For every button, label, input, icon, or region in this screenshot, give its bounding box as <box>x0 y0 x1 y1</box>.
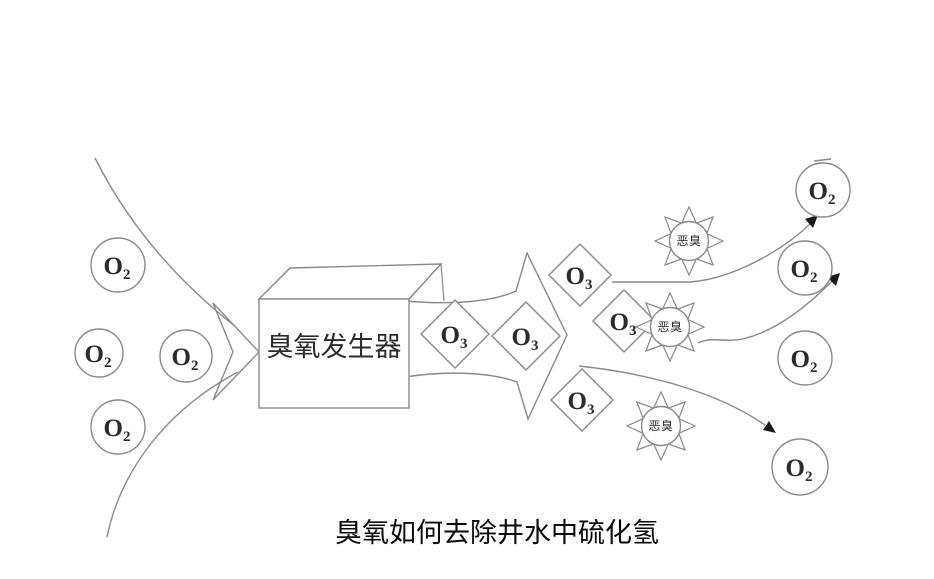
burst-spike <box>653 444 669 462</box>
circle-shape <box>90 237 146 293</box>
odor-label: 恶臭 <box>657 319 682 334</box>
molecule-label: O2 <box>172 344 199 374</box>
generator-label: 臭氧发生器 <box>267 332 402 362</box>
molecule-label: O2 <box>809 178 836 208</box>
oxygen-molecule: O2 <box>795 162 851 218</box>
oxygen-molecule: O2 <box>777 330 833 386</box>
dash-mark <box>813 158 832 162</box>
odor-label: 恶臭 <box>648 418 673 433</box>
molecule-label: O2 <box>85 341 112 371</box>
box-top-face <box>257 263 443 300</box>
oxygen-molecule: O2 <box>90 237 146 293</box>
burst-spike <box>681 205 697 223</box>
circle-shape <box>777 240 833 296</box>
oxygen-molecule: O2 <box>777 240 833 296</box>
circle-shape <box>90 399 146 455</box>
molecule-label: O3 <box>568 388 595 418</box>
ozone-molecule: O3 <box>550 368 614 432</box>
circle-shape <box>795 162 851 218</box>
molecule-label: O2 <box>791 346 818 376</box>
inflow-curve-bottom <box>106 371 239 538</box>
diamond-shape <box>420 299 490 369</box>
burst-spike <box>679 418 697 434</box>
circle-shape <box>771 438 829 496</box>
burst-spike <box>662 345 678 363</box>
burst-spike <box>653 233 671 249</box>
box-right-edge <box>440 263 445 302</box>
burst-spike <box>688 319 706 335</box>
molecule-label: O3 <box>512 324 539 354</box>
box-front-face <box>258 298 410 409</box>
oxygen-molecule: O2 <box>159 329 213 383</box>
inlet-arrow <box>212 302 260 401</box>
burst-spike <box>707 233 725 249</box>
molecule-label: O2 <box>791 256 818 286</box>
caption: 臭氧如何去除井水中硫化氢 <box>335 518 659 548</box>
burst-spike <box>681 259 697 277</box>
ozone-molecule: O3 <box>420 299 490 369</box>
circle-shape <box>159 329 213 383</box>
molecule-label: O2 <box>104 253 131 283</box>
circle-shape <box>777 330 833 386</box>
odor-burst: 恶臭 <box>634 291 706 363</box>
molecule-label: O3 <box>566 263 593 293</box>
odor-burst: 恶臭 <box>653 205 725 277</box>
arrowhead-icon <box>805 215 818 228</box>
ozone-molecule: O3 <box>592 289 656 353</box>
ozone-molecule: O3 <box>548 243 612 307</box>
ozone-generator-box: 臭氧发生器 <box>257 263 445 409</box>
flow-curve-to-top-oxygen <box>612 215 818 283</box>
oxygen-molecule: O2 <box>90 399 146 455</box>
ozone-molecule: O3 <box>491 301 561 371</box>
molecule-label: O2 <box>104 415 131 445</box>
burst-core <box>640 405 682 447</box>
burst-spike <box>625 418 643 434</box>
diamond-shape <box>491 301 561 371</box>
oxygen-molecule: O2 <box>771 438 829 496</box>
inflow-curve-top <box>94 157 237 328</box>
burst-core <box>649 306 691 348</box>
diamond-shape <box>592 289 656 353</box>
burst-core <box>668 220 710 262</box>
circle-shape <box>74 328 124 378</box>
burst-spike <box>662 291 678 309</box>
arrowhead-icon <box>763 421 776 433</box>
flow-curve-to-bottom-oxygen <box>578 365 776 433</box>
odor-label: 恶臭 <box>676 233 701 248</box>
burst-spike <box>653 390 669 408</box>
diamond-shape <box>548 243 612 307</box>
oxygen-molecule: O2 <box>74 328 124 378</box>
odor-burst: 恶臭 <box>625 390 697 462</box>
diamond-shape <box>550 368 614 432</box>
molecule-label: O2 <box>786 455 813 485</box>
molecule-label: O3 <box>610 309 637 339</box>
molecule-label: O3 <box>441 322 468 352</box>
